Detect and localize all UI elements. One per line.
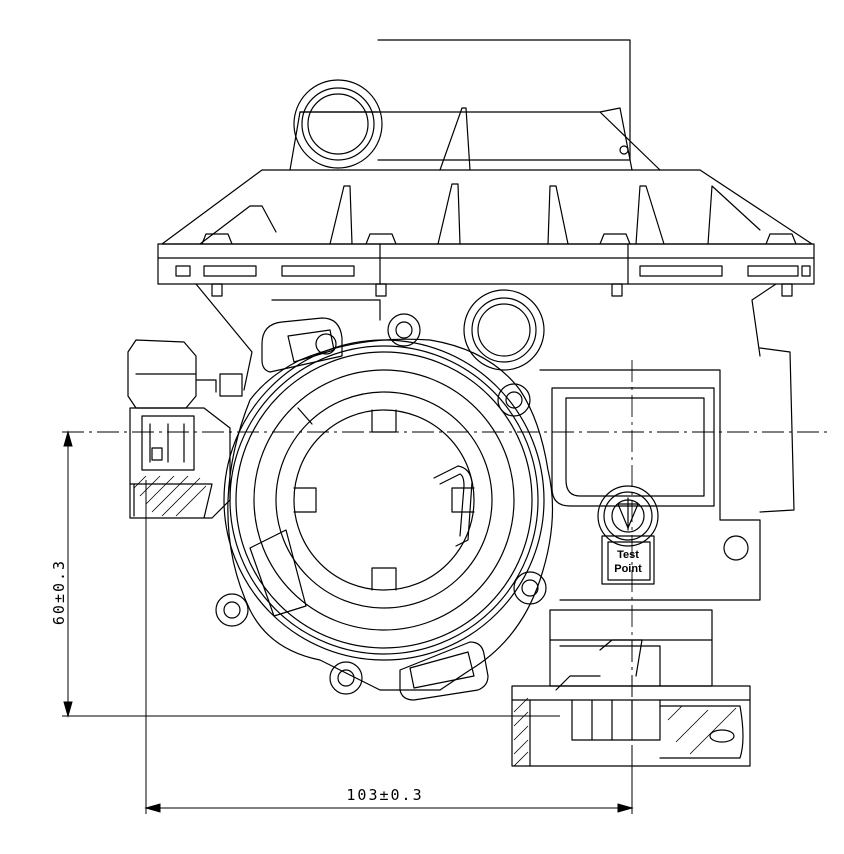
- dimension-vertical: [62, 430, 560, 718]
- main-body: [195, 283, 795, 601]
- left-connector: [127, 339, 243, 519]
- screw: [329, 661, 363, 695]
- screw: [513, 571, 547, 605]
- dimension-label-horizontal: 103±0.3: [346, 786, 423, 804]
- test-point-label-line1: Test: [617, 549, 639, 561]
- top-cover: [157, 39, 815, 297]
- small-hole: [619, 145, 629, 155]
- screw: [215, 593, 249, 627]
- right-hole: [723, 535, 749, 561]
- upper-port: [463, 289, 545, 371]
- screw: [387, 313, 421, 347]
- round-housing: [215, 313, 554, 701]
- section-hatching: [133, 475, 737, 767]
- dimension-horizontal: [144, 480, 634, 814]
- bottom-outlet: [511, 609, 751, 767]
- test-point-label-line2: Point: [614, 563, 642, 575]
- centerlines: [62, 360, 832, 800]
- dimension-label-vertical: 60±0.3: [50, 559, 68, 625]
- cover-flange: [157, 243, 815, 285]
- screw: [497, 383, 531, 417]
- test-point-fitting: [597, 485, 659, 585]
- top-port: [293, 79, 383, 169]
